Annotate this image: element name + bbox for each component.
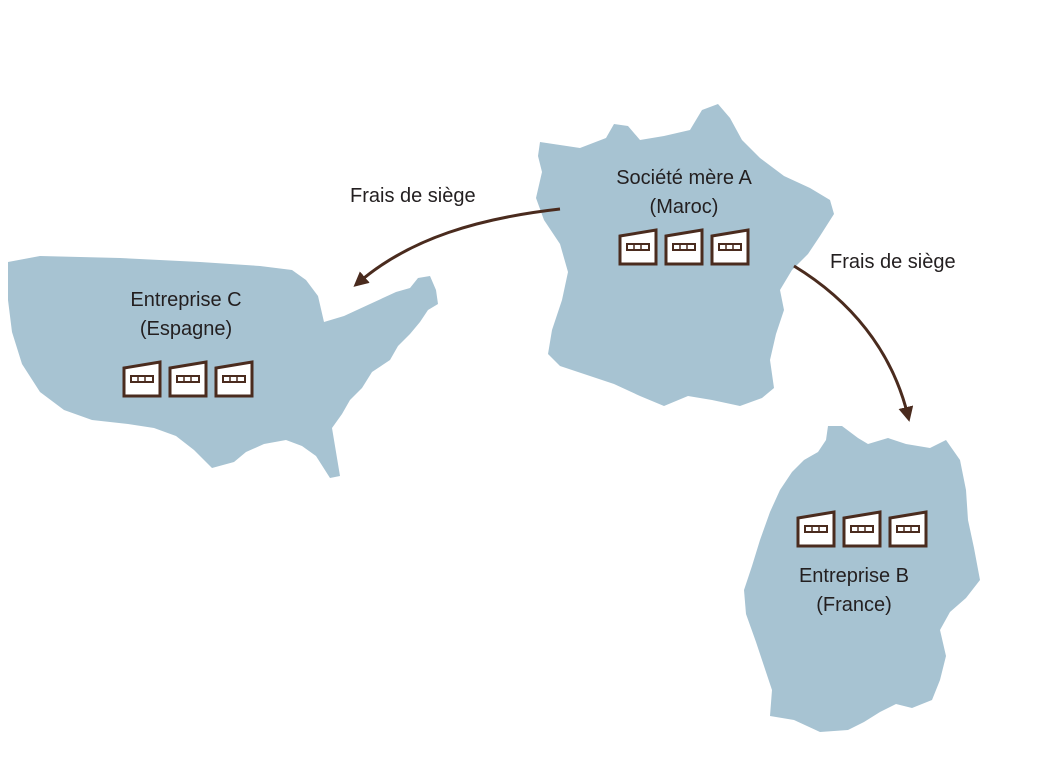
edge-label-to-company-c: Frais de siège [350, 185, 476, 207]
factory-icon [122, 360, 254, 398]
node-parent-name: Société mère A [616, 167, 752, 189]
node-company-c-name: Entreprise C [130, 289, 242, 311]
node-company-b-name: Entreprise B [798, 565, 910, 587]
node-label-parent: Société mère A (Maroc) [594, 164, 774, 222]
flow-arrow-to-france [793, 264, 914, 422]
edge-label-to-company-b: Frais de siège [830, 251, 956, 273]
node-label-company-b: Entreprise B (France) [764, 562, 944, 620]
factory-icon [796, 510, 928, 548]
node-company-c-country: (Espagne) [139, 318, 233, 340]
factory-icon [618, 228, 750, 266]
country-shape-france [744, 426, 980, 732]
node-parent-country: (Maroc) [649, 196, 719, 218]
node-label-company-c: Entreprise C (Espagne) [96, 286, 276, 344]
flow-arrow-to-espagne [353, 207, 561, 287]
node-company-b-country: (France) [816, 594, 892, 616]
